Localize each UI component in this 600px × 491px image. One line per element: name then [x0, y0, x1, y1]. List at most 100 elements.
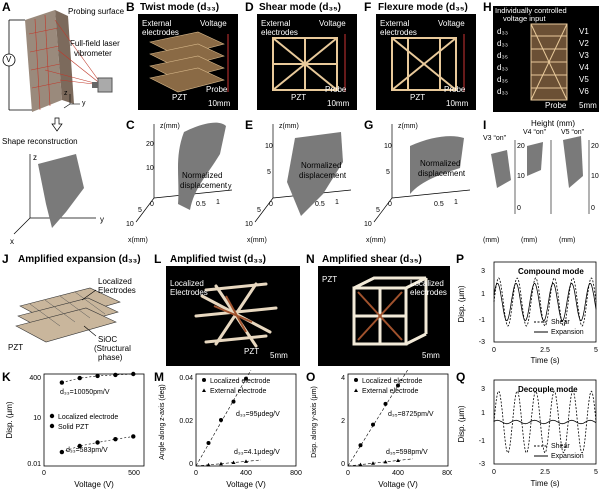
localized-label: Localized [410, 279, 444, 288]
panel-d: D Shear mode (d₃₅) External electrodes V… [243, 0, 360, 115]
data-point [77, 375, 82, 381]
y-tick-0: 0 [189, 461, 193, 468]
twist-angle-chart: 0.04 0.02 0 0 400 800 Voltage (V) Angle … [159, 370, 302, 489]
expansion-displacement-chart: 400 10 0.01 0 500 Voltage (V) Disp. (μm)… [5, 371, 145, 489]
panel-p: P Compound mode 3 1 -1 -3 0 2.5 5 Time (… [454, 252, 600, 367]
panel-label: H [483, 0, 492, 14]
data-point [244, 459, 248, 463]
twist-mode-photo: External electrodes Voltage Probe PZT 10… [138, 14, 238, 110]
structural-label: (Structural [94, 344, 131, 353]
x-tick-0: 0 [150, 201, 154, 208]
tick-20: 20 [517, 143, 525, 150]
legend-expansion: Expansion [551, 453, 584, 460]
x-tick-10: 10 [245, 221, 253, 228]
y-tick-4: 4 [341, 375, 345, 382]
y-tick-2: 2 [341, 418, 345, 425]
annotation-external: d₃₅=598pm/V [386, 449, 428, 456]
electrodes-label: electrodes [142, 28, 179, 37]
electrodes-label: electrodes [380, 28, 417, 37]
normalized-label: Normalized [301, 161, 341, 170]
annotation-solid: d₃₃=583pm/V [66, 447, 108, 454]
data-point [131, 434, 136, 439]
surface-plot-e: z(mm) 10 5 10 5 0 x(mm) 0.5 1 Normalized… [245, 123, 352, 244]
displacement-label: displacement [180, 181, 228, 190]
data-point [231, 399, 236, 404]
x-tick-5: 5 [138, 207, 142, 214]
y-axis-title: Disp. along y-axis (μm) [311, 386, 318, 458]
electrodes-label: electrodes [410, 288, 447, 297]
mode-row-3: d₃₅ [497, 51, 508, 60]
z-tick-5: 5 [267, 169, 271, 176]
pzt-label: PZT [244, 347, 260, 356]
panel-o: O 4 2 0 0 400 800 Voltage (V) Disp. alon… [304, 370, 452, 491]
chart-title: Compound mode [518, 267, 584, 276]
voltage-label: Voltage [319, 19, 346, 28]
displacement-label: displacement [418, 169, 466, 178]
voltage-v5: V5 [579, 75, 589, 84]
panel-j: J Amplified expansion (d₃₃) Localized El… [0, 252, 150, 367]
panel-g: G z(mm) 10 5 10 5 0 x(mm) 0.5 1 Normaliz… [362, 118, 479, 248]
data-point [59, 449, 65, 455]
legend-localized: Localized electrode [362, 378, 422, 385]
probe-label: Probe [206, 85, 228, 94]
voltage-v2: V2 [579, 39, 589, 48]
mode-row-2: d₃₃ [497, 39, 508, 48]
shape-reconstruction-plot: x y z [10, 153, 104, 246]
data-point [396, 458, 400, 462]
pzt-label: PZT [322, 275, 338, 284]
fit-line-1 [347, 458, 414, 467]
x-tick-10: 10 [364, 221, 372, 228]
panel-label: L [154, 252, 162, 266]
annotation-localized: d₃₃=10050pm/V [60, 389, 110, 396]
legend-external-marker [202, 388, 206, 392]
z-tick-10: 10 [384, 143, 392, 150]
normalized-label: Normalized [182, 171, 222, 180]
data-point [358, 462, 363, 467]
y-tick-neg3: -3 [479, 339, 485, 346]
y-tick-05: 0.5 [196, 201, 206, 208]
pzt-label: PZT [291, 93, 307, 102]
tick-20-b: 20 [591, 143, 599, 150]
z-tick-10: 10 [265, 143, 273, 150]
data-point [383, 459, 388, 464]
tick-10: 10 [517, 173, 525, 180]
panel-label: C [126, 118, 135, 132]
y-tick-3: 3 [481, 386, 485, 393]
axis-y-label: y [82, 100, 86, 107]
panel-title: Amplified twist (d₃₃) [170, 254, 266, 265]
fit-line-1 [195, 459, 262, 467]
panel-f: F Flexure mode (d₃₅) External electrodes… [362, 0, 479, 115]
electrodes-label: Electrodes [98, 286, 136, 295]
z-axis-title: z(mm) [398, 123, 418, 130]
series-shear-line [493, 390, 597, 454]
panel-a: A V Probing surface Full-field laser vib… [0, 0, 124, 250]
y-tick-002: 0.02 [179, 418, 193, 425]
data-point [358, 443, 363, 448]
panel-label: P [456, 252, 465, 266]
panel-q: Q Decouple mode 3 1 -1 -3 0 2.5 5 Time (… [454, 370, 600, 491]
mode-row-1: d₃₃ [497, 27, 508, 36]
y-tick-1: 1 [335, 199, 339, 206]
scale-label: 10mm [208, 99, 231, 108]
shape-reconstruction-label: Shape reconstruction [2, 137, 78, 146]
pzt-label: PZT [8, 343, 24, 352]
volt-label: V [6, 55, 12, 64]
x-tick-25: 2.5 [540, 469, 550, 476]
shear-mode-photo: External electrodes Voltage Probe PZT 10… [257, 14, 357, 110]
scale-label: 5mm [270, 351, 288, 360]
y-tick-05: 0.5 [315, 201, 325, 208]
x-tick-5: 5 [257, 207, 261, 214]
x-tick-0: 0 [492, 469, 496, 476]
panel-label: I [483, 118, 487, 132]
panel-title: Twist mode (d₃₃) [140, 2, 220, 13]
data-point [113, 436, 118, 442]
compound-mode-chart: Compound mode 3 1 -1 -3 0 2.5 5 Time (s)… [457, 261, 598, 365]
scale-label: 5mm [422, 351, 440, 360]
panel-c: C z(mm) 20 10 10 5 0 x(mm) 0.5 1 y Norma… [124, 118, 241, 248]
panel-label: N [306, 252, 315, 266]
panel-title: Shear mode (d₃₅) [259, 2, 341, 13]
surface-plot-g: z(mm) 10 5 10 5 0 x(mm) 0.5 1 Normalized… [364, 123, 471, 244]
data-point [95, 373, 100, 379]
x-axis-title: Time (s) [530, 356, 559, 365]
axis-x-text: x [10, 237, 14, 246]
